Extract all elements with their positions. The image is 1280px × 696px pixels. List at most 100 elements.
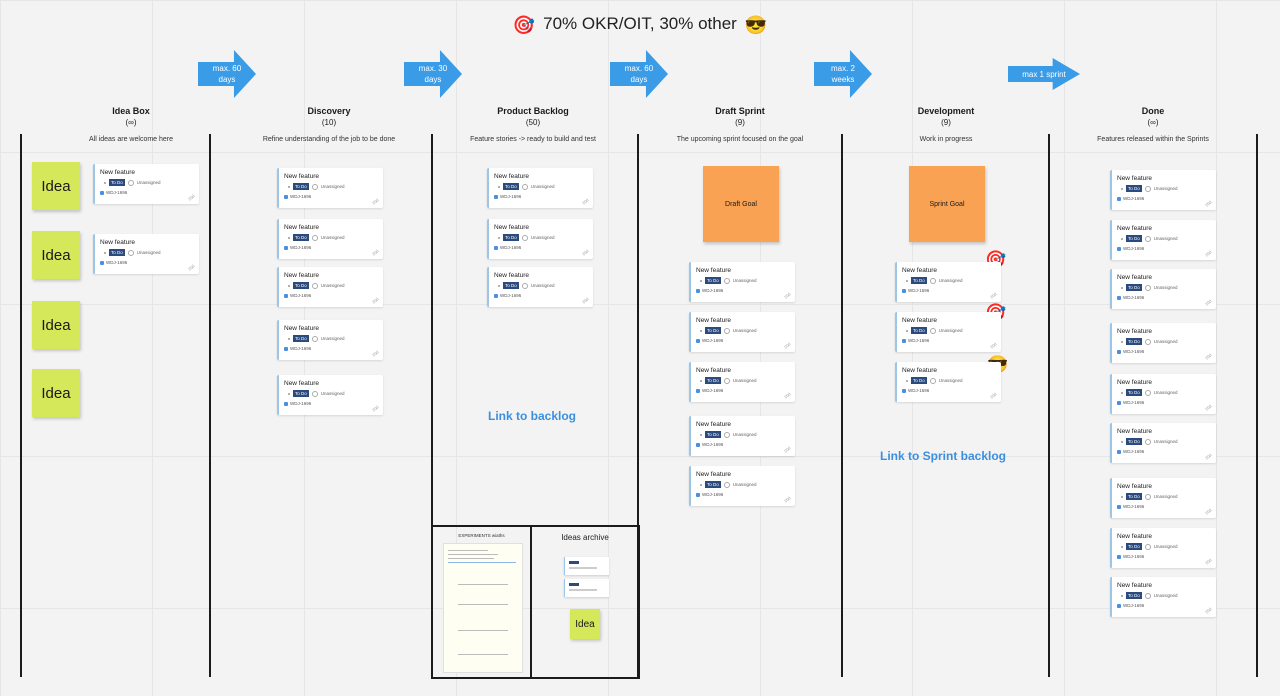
- bullet-icon: [1121, 187, 1123, 190]
- feature-card[interactable]: New feature To Do Unassigned WDJ-1696 20…: [1110, 423, 1216, 463]
- column-header-discovery: Discovery(10) Refine understanding of th…: [262, 106, 396, 143]
- status-badge: To Do: [109, 179, 125, 186]
- status-badge: To Do: [293, 183, 309, 190]
- card-status-row: To Do Unassigned: [104, 179, 161, 186]
- bullet-icon: [498, 284, 500, 287]
- user-icon: [723, 277, 730, 284]
- draft-goal-sticky[interactable]: Draft Goal: [703, 166, 779, 242]
- story-points: 20d: [371, 197, 380, 206]
- idea-sticky-note[interactable]: Idea: [570, 609, 600, 639]
- status-badge: To Do: [293, 390, 309, 397]
- issue-key: WDJ-1696: [106, 190, 128, 195]
- card-status-row: To Do Unassigned: [1121, 438, 1178, 445]
- idea-sticky-note[interactable]: Idea: [32, 162, 80, 210]
- backlog-link[interactable]: Link to backlog: [488, 409, 577, 423]
- feature-card[interactable]: New feature To Do Unassigned WDJ-1696 20…: [277, 267, 383, 307]
- user-icon: [1144, 389, 1151, 396]
- feature-card[interactable]: New feature To Do Unassigned WDJ-1696 20…: [1110, 269, 1216, 309]
- sprint-goal-sticky[interactable]: Sprint Goal: [909, 166, 985, 242]
- archived-card[interactable]: [564, 579, 609, 597]
- checkbox-icon: [284, 245, 288, 250]
- feature-card[interactable]: New feature To Do Unassigned WDJ-1696 20…: [895, 312, 1001, 352]
- card-key-row: WDJ-1696: [494, 245, 521, 250]
- target-icon: 🎯: [512, 15, 536, 35]
- card-key-row: WDJ-1696: [1117, 246, 1144, 251]
- feature-card[interactable]: New feature To Do Unassigned WDJ-1696 20…: [487, 267, 593, 307]
- user-icon: [1144, 235, 1151, 242]
- sprint-backlog-link[interactable]: Link to Sprint backlog: [880, 449, 1007, 463]
- feature-card[interactable]: New feature To Do Unassigned WDJ-1696 20…: [689, 466, 795, 506]
- feature-card[interactable]: New feature To Do Unassigned WDJ-1696 20…: [1110, 478, 1216, 518]
- card-key-row: WDJ-1696: [1117, 349, 1144, 354]
- bullet-icon: [1121, 440, 1123, 443]
- card-title: New feature: [1117, 379, 1153, 386]
- feature-card[interactable]: New feature To Do Unassigned WDJ-1696 20…: [689, 362, 795, 402]
- card-status-row: To Do Unassigned: [906, 377, 963, 384]
- checkbox-icon: [1117, 449, 1121, 454]
- issue-key: WDJ-1696: [1123, 504, 1145, 509]
- checkbox-icon: [1117, 246, 1121, 251]
- card-title: New feature: [284, 224, 320, 231]
- issue-key: WDJ-1696: [290, 293, 312, 298]
- column-header-product-backlog: Product Backlog(50) Feature stories -> r…: [470, 106, 596, 143]
- feature-card[interactable]: New feature To Do Unassigned WDJ-1696 20…: [1110, 220, 1216, 260]
- feature-card[interactable]: New feature To Do Unassigned WDJ-1696 20…: [689, 416, 795, 456]
- archived-card[interactable]: [564, 557, 609, 575]
- status-badge: To Do: [1126, 543, 1142, 550]
- issue-key: WDJ-1696: [908, 338, 930, 343]
- story-points: 20d: [581, 248, 590, 257]
- feature-card[interactable]: New feature To Do Unassigned WDJ-1696 20…: [689, 312, 795, 352]
- doc-line: [458, 584, 508, 585]
- feature-card[interactable]: New feature To Do Unassigned WDJ-1696 20…: [1110, 577, 1216, 617]
- feature-card[interactable]: New feature To Do Unassigned WDJ-1696 20…: [277, 375, 383, 415]
- user-icon: [311, 335, 318, 342]
- checkbox-icon: [1117, 400, 1121, 405]
- card-status-row: To Do Unassigned: [104, 249, 161, 256]
- assignee-label: Unassigned: [136, 250, 161, 255]
- feature-card[interactable]: New feature To Do Unassigned WDJ-1696 20…: [487, 168, 593, 208]
- experiments-document[interactable]: [443, 543, 523, 673]
- issue-key: WDJ-1696: [1123, 603, 1145, 608]
- column-header-idea-box: Idea Box(∞) All ideas are welcome here: [88, 106, 174, 143]
- feature-card[interactable]: New feature To Do Unassigned WDJ-1696 20…: [1110, 323, 1216, 363]
- assignee-label: Unassigned: [320, 391, 345, 396]
- idea-sticky-note[interactable]: Idea: [32, 369, 80, 417]
- issue-key: WDJ-1696: [702, 338, 724, 343]
- feature-card[interactable]: New feature To Do Unassigned WDJ-1696 20…: [277, 168, 383, 208]
- card-key-row: WDJ-1696: [1117, 295, 1144, 300]
- user-icon: [1144, 493, 1151, 500]
- feature-card[interactable]: New feature To Do Unassigned WDJ-1696 20…: [93, 164, 199, 204]
- card-line: [569, 589, 597, 591]
- card-key-row: WDJ-1696: [284, 401, 311, 406]
- feature-card[interactable]: New feature To Do Unassigned WDJ-1696 20…: [1110, 528, 1216, 568]
- idea-sticky-note[interactable]: Idea: [32, 231, 80, 279]
- user-icon: [723, 481, 730, 488]
- feature-card[interactable]: New feature To Do Unassigned WDJ-1696 20…: [1110, 374, 1216, 414]
- idea-sticky-note[interactable]: Idea: [32, 301, 80, 349]
- issue-key: WDJ-1696: [290, 401, 312, 406]
- user-icon: [1144, 543, 1151, 550]
- feature-card[interactable]: New feature To Do Unassigned WDJ-1696 20…: [1110, 170, 1216, 210]
- status-badge: To Do: [1126, 235, 1142, 242]
- feature-card[interactable]: New feature To Do Unassigned WDJ-1696 20…: [689, 262, 795, 302]
- feature-card[interactable]: New feature To Do Unassigned WDJ-1696 20…: [895, 362, 1001, 402]
- story-points: 20d: [371, 404, 380, 413]
- story-points: 20d: [783, 291, 792, 300]
- card-status-row: To Do Unassigned: [1121, 592, 1178, 599]
- card-title: New feature: [902, 267, 938, 274]
- feature-card[interactable]: New feature To Do Unassigned WDJ-1696 20…: [277, 320, 383, 360]
- feature-card[interactable]: New feature To Do Unassigned WDJ-1696 20…: [487, 219, 593, 259]
- feature-card[interactable]: New feature To Do Unassigned WDJ-1696 20…: [93, 234, 199, 274]
- card-title: New feature: [1117, 483, 1153, 490]
- feature-card[interactable]: New feature To Do Unassigned WDJ-1696 20…: [277, 219, 383, 259]
- assignee-label: Unassigned: [1153, 236, 1178, 241]
- status-chip: [569, 561, 579, 564]
- card-title: New feature: [284, 380, 320, 387]
- feature-card[interactable]: New feature To Do Unassigned WDJ-1696 20…: [895, 262, 1001, 302]
- card-status-row: To Do Unassigned: [288, 234, 345, 241]
- arrow-backlog-limit: max. 30 days: [404, 50, 462, 98]
- bullet-icon: [1121, 545, 1123, 548]
- story-points: 20d: [989, 341, 998, 350]
- card-title: New feature: [100, 169, 136, 176]
- card-key-row: WDJ-1696: [284, 346, 311, 351]
